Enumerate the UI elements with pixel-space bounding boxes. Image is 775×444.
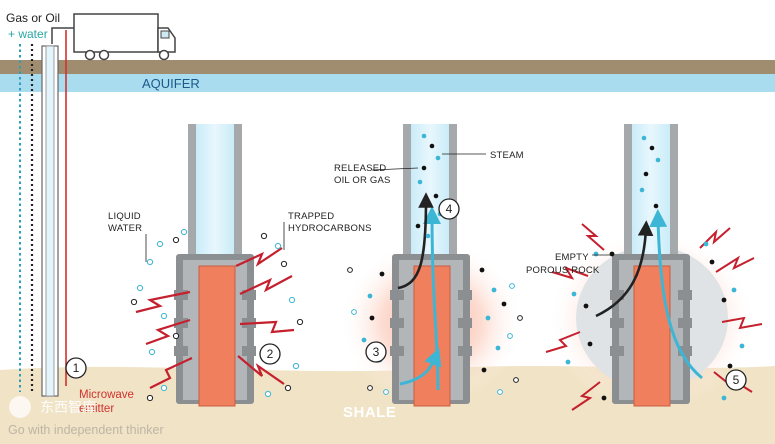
empty-label-2: POROUS ROCK [526,265,600,276]
plus-water-label: + water [8,27,48,41]
truck-icon [51,13,176,61]
svg-text:3: 3 [373,345,380,359]
watermark-tagline: Go with independent thinker [8,423,164,437]
empty-label-1: EMPTY [555,252,589,263]
svg-text:4: 4 [446,202,453,216]
liquid-water-label-1: LIQUID [108,211,141,222]
stage-4 [545,124,763,411]
stage-2 [130,124,304,407]
step-marker-1: 1 [65,357,87,379]
gas-oil-label: Gas or Oil [6,11,60,25]
stage-3 [340,124,524,407]
steam-label: STEAM [490,150,524,161]
step-marker-4: 4 [438,198,460,220]
svg-text:5: 5 [733,373,740,387]
main-wellbore [19,30,67,397]
aquifer-layer [0,74,775,92]
watermark-logo-icon [9,396,31,418]
microwave-label-2: emitter [79,403,114,415]
released-label-2: OIL OR GAS [334,175,391,186]
step-marker-5: 5 [725,369,747,391]
shale-label: SHALE [343,404,396,421]
ground-layer [0,60,775,74]
released-label-1: RELEASED [334,163,386,174]
svg-text:2: 2 [267,347,274,361]
released-leader [371,167,419,171]
watermark-brand: 东西智库 [40,399,96,415]
liquid-water-label-2: WATER [108,223,142,234]
step-marker-3: 3 [365,341,387,363]
watermark: 东西智库 Go with independent thinker [8,396,164,437]
microwave-label-1: Microwave [79,389,134,401]
step-number: 1 [73,361,80,375]
aquifer-label: AQUIFER [142,76,200,91]
trapped-label-2: HYDROCARBONS [288,223,372,234]
trapped-label-1: TRAPPED [288,211,334,222]
step-marker-2: 2 [259,343,281,365]
